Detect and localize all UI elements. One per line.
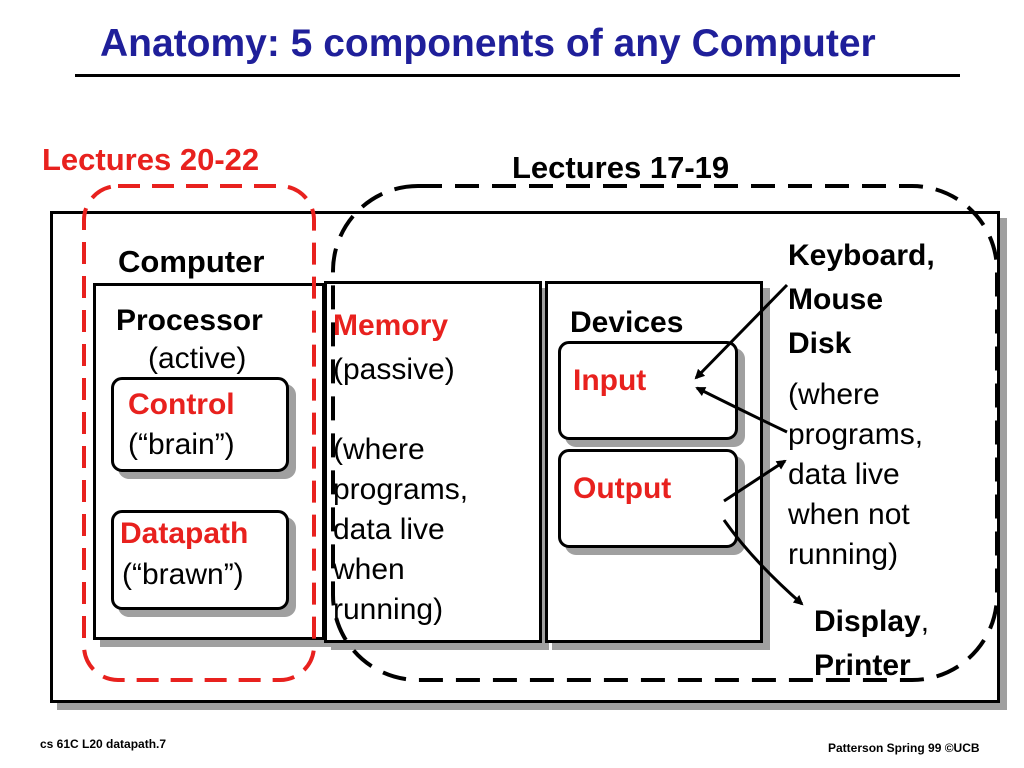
printer-text: Printer (814, 649, 911, 682)
keyboard-text: Keyboard, (788, 239, 935, 272)
input-label: Input (573, 364, 647, 397)
datapath-note: (“brawn”) (122, 558, 244, 591)
computer-label: Computer (118, 244, 265, 279)
datapath-label: Datapath (120, 517, 249, 550)
mouse-text: Mouse (788, 283, 884, 316)
devices-label: Devices (570, 306, 684, 339)
memory-line: (where (333, 433, 425, 466)
display-text: Display (814, 605, 921, 638)
disk-label: Disk (788, 327, 852, 360)
slide-title: Anatomy: 5 components of any Computer (100, 22, 876, 65)
output-label: Output (573, 472, 672, 505)
memory-line: when (333, 553, 405, 586)
processor-lectures-label: Lectures 20-22 (42, 142, 260, 177)
input-devices-label: Keyboard, Mouse (788, 234, 935, 322)
io-memory-lectures-label: Lectures 17-19 (512, 150, 730, 185)
disk-line: programs, (788, 418, 924, 451)
memory-line: running) (333, 593, 444, 626)
memory-line: programs, (333, 473, 469, 506)
memory-description: (passive) (where programs, data live whe… (333, 350, 468, 630)
memory-label: Memory (333, 309, 449, 342)
disk-line: (where (788, 378, 880, 411)
processor-label: Processor (116, 304, 263, 337)
display-comma: , (920, 605, 930, 638)
title-underline (75, 74, 960, 77)
footer-course: cs 61C L20 datapath.7 (40, 737, 167, 751)
processor-subtitle: (active) (148, 342, 247, 375)
memory-line: (passive) (333, 353, 455, 386)
footer-copyright: Patterson Spring 99 ©UCB (828, 741, 980, 755)
disk-description: (where programs, data live when not runn… (788, 375, 923, 575)
disk-line: when not (788, 498, 910, 531)
output-devices-label: Display, Printer (814, 600, 929, 688)
control-label: Control (128, 388, 235, 421)
disk-line: data live (788, 458, 900, 491)
memory-line: data live (333, 513, 445, 546)
control-note: (“brain”) (128, 428, 235, 461)
disk-line: running) (788, 538, 899, 571)
